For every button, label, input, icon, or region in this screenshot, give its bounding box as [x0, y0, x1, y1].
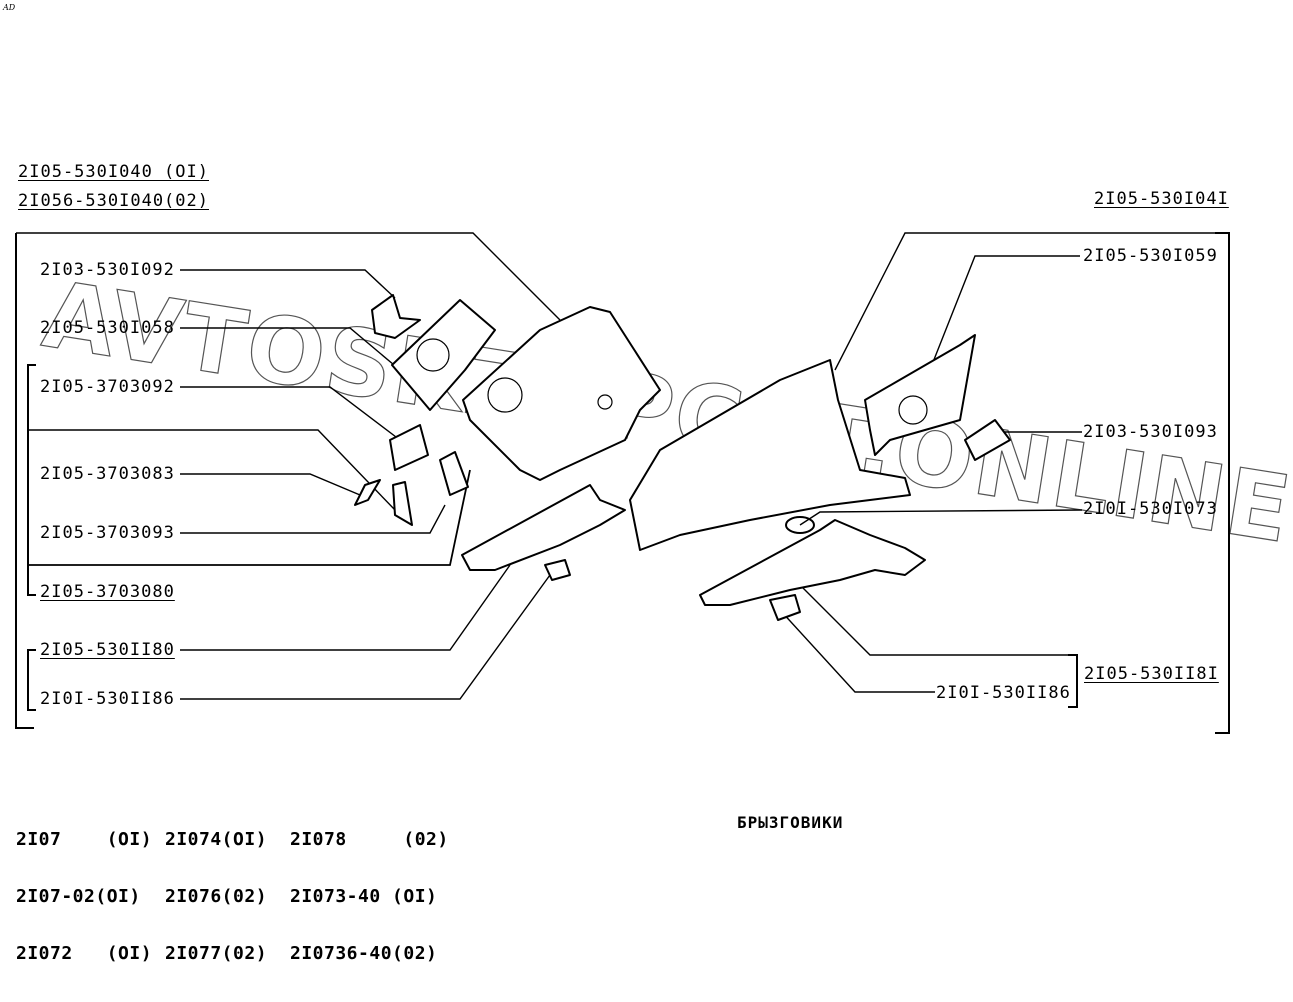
leader-c6: [180, 574, 551, 700]
leader-right-main: [834, 232, 1229, 371]
leader-c1: [180, 269, 396, 299]
part-panel-059: [864, 334, 976, 456]
leader-530II8I: [799, 584, 1077, 656]
applicability-col-1: 2I07 (OI) 2I07-02(OI) 2I072 (OI): [16, 792, 152, 1001]
part-right-mudguard: [629, 359, 911, 551]
assembly-label-left-2: 2I056-530I040(02): [18, 191, 209, 211]
model-entry: 2I078 (02): [290, 829, 449, 850]
model-entry: 2I072 (OI): [16, 943, 153, 964]
assembly-label-left-1: 2I05-530I040 (OI): [18, 162, 209, 182]
part-3703083: [354, 479, 381, 506]
leader-c2: [180, 327, 401, 371]
callout-label: 2I05-530I058: [40, 318, 175, 338]
model-entry: 2I073-40 (OI): [290, 886, 438, 907]
leader-left-main: [16, 232, 561, 321]
callout-label: 2I05-3703083: [40, 464, 175, 484]
callout-label: 2I03-530I093: [1083, 422, 1218, 442]
callout-label: 2I0I-530II86: [936, 683, 1071, 703]
callout-label: 2I0I-530II86: [40, 689, 175, 709]
leader-c4: [180, 473, 361, 496]
model-entry: 2I07-02(OI): [16, 886, 141, 907]
model-entry: 2I076(02): [165, 886, 268, 907]
assembly-label-right: 2I05-530I04I: [1094, 189, 1229, 209]
callout-label: 2I05-530I059: [1083, 246, 1218, 266]
part-bracket-093: [964, 419, 1011, 461]
page-title: БРЫЗГОВИКИ: [737, 813, 844, 832]
parts: [354, 294, 1011, 621]
bracket-3703080: [27, 364, 36, 596]
leader-c3: [180, 386, 401, 441]
part-3703093: [392, 481, 413, 526]
leader-c5: [180, 504, 446, 534]
part-530I073: [785, 516, 815, 534]
leader-r1: [919, 255, 1080, 396]
part-panel-058: [391, 299, 496, 411]
leader-r3: [799, 509, 1083, 526]
model-entry: 2I077(02): [165, 943, 268, 964]
model-entry: 2I074(OI): [165, 829, 268, 850]
callout-label: 2I05-3703092: [40, 377, 175, 397]
applicability-col-3: 2I078 (02) 2I073-40 (OI) 2I0736-40(02): [290, 792, 449, 1001]
part-left-mudguard: [462, 306, 661, 481]
parts-diagram: AVTOSKZAPCAT.ONLINE: [15, 232, 1293, 734]
part-3703092: [389, 424, 429, 471]
part-530II86-right: [769, 594, 801, 621]
leader-530II80: [180, 564, 511, 651]
applicability-col-2: 2I074(OI) 2I076(02) 2I077(02): [165, 792, 267, 1001]
callout-label: 2I03-530I092: [40, 260, 175, 280]
part-530II86-left: [544, 559, 571, 581]
corner-mark: AD: [3, 3, 16, 12]
bracket-530II80: [27, 649, 36, 711]
model-entry: 2I0736-40(02): [290, 943, 438, 964]
subassembly-label-530II80: 2I05-530II80: [40, 640, 175, 660]
model-entry: 2I07 (OI): [16, 829, 153, 850]
callout-label: 2I05-3703093: [40, 523, 175, 543]
part-side-member-right: [699, 519, 926, 606]
leader-r4: [779, 609, 935, 693]
part-3703093b: [439, 451, 469, 496]
part-bracket-092: [371, 294, 421, 339]
subassembly-label-530II8I: 2I05-530II8I: [1084, 664, 1219, 684]
part-side-member-left: [461, 484, 626, 571]
bracket-left-main: [15, 233, 34, 729]
subassembly-label-3703080: 2I05-3703080: [40, 582, 175, 602]
callout-label: 2I0I-530I073: [1083, 499, 1218, 519]
